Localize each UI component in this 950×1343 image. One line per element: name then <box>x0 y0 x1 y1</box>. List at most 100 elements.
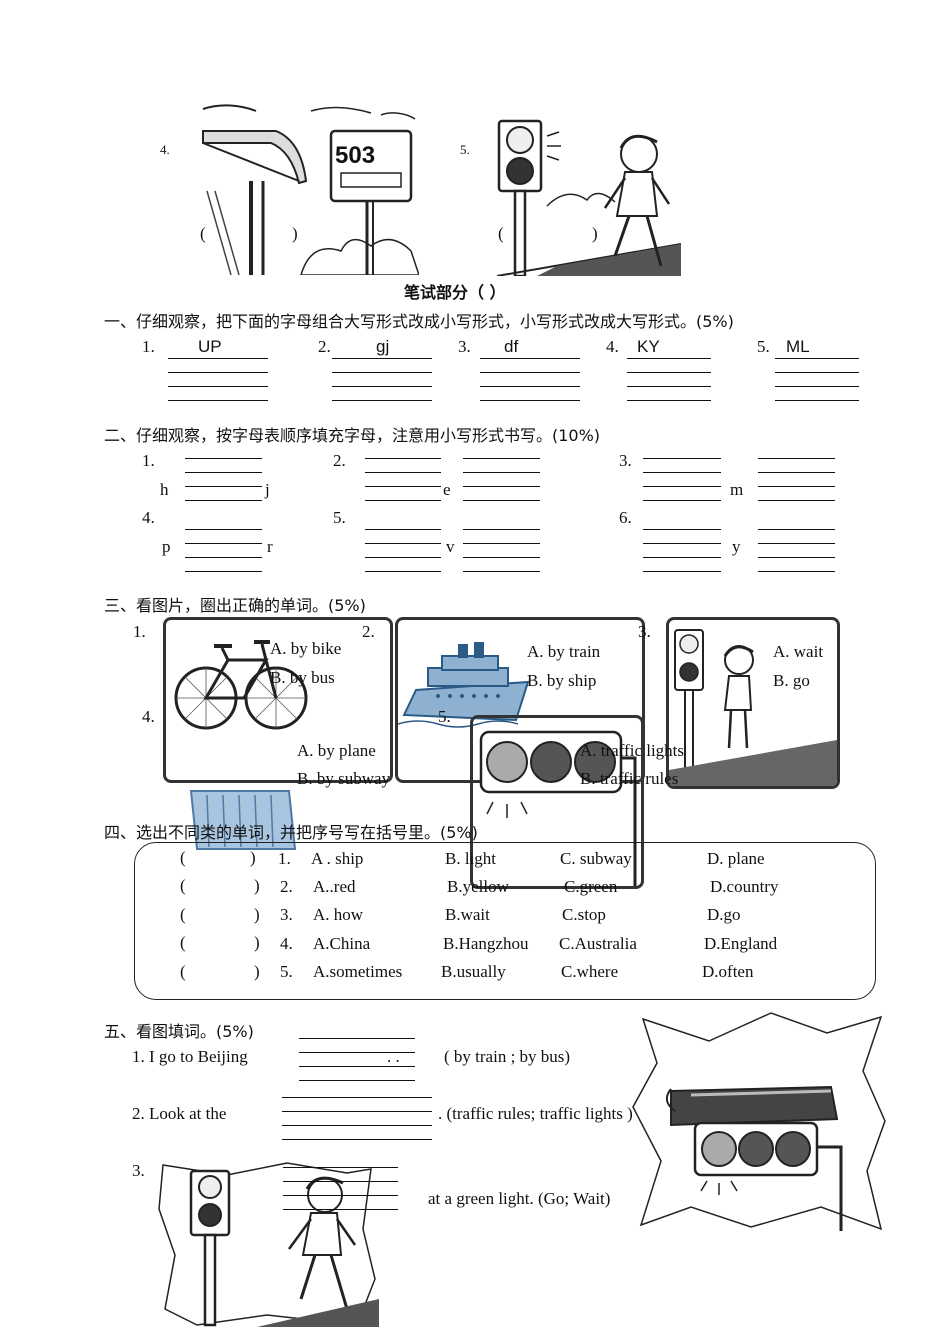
sec4-row4-paren-open[interactable]: ( <box>180 933 186 952</box>
sec3-q1-bike-frame <box>163 617 393 783</box>
sec4-row2-option-c: C.green <box>564 877 618 896</box>
written-part-title: 笔试部分（ ） <box>404 283 506 302</box>
sec3-q3-option-b[interactable]: B. go <box>773 671 810 690</box>
sec3-q2-number: 2. <box>362 622 375 641</box>
sec3-q4-number: 4. <box>142 707 155 726</box>
sec2-item2-number: 2. <box>333 451 346 470</box>
sec4-row4-option-c: C.Australia <box>559 934 637 953</box>
sec2-item6-number: 6. <box>619 508 632 527</box>
sec3-q5-number: 5. <box>438 707 451 726</box>
boy-crossing-picture <box>496 115 682 277</box>
sec3-q1-number: 1. <box>133 622 146 641</box>
sec4-row4-option-a: A.China <box>313 934 371 953</box>
sec5-s1-text: 1. I go to Beijing <box>132 1047 248 1066</box>
bus-sign-number: 503 <box>335 142 375 169</box>
sec4-row2-paren-open[interactable]: ( <box>180 876 186 895</box>
sec1-item5-word: ML <box>786 337 810 356</box>
sec4-row1-paren-open[interactable]: ( <box>180 848 186 867</box>
sec4-row5-option-a: A.sometimes <box>313 962 403 981</box>
sec4-row2-number: 2. <box>280 877 293 896</box>
sec3-q1-option-b[interactable]: B. by bus <box>270 668 335 687</box>
sec4-row3-paren-close[interactable]: ) <box>254 905 260 924</box>
sec4-row1-option-d: D. plane <box>707 849 765 868</box>
sec2-item1-letter-a: h <box>160 480 169 499</box>
sec3-q3-number: 3. <box>638 622 651 641</box>
sec4-row3-option-b: B.wait <box>445 905 490 924</box>
sec4-row1-option-b: B. light <box>445 849 497 868</box>
sec2-item1-letter-b: j <box>265 480 270 499</box>
sec2-item3-letter-a: m <box>730 480 744 499</box>
listen-q5-paren-open: ( <box>498 224 504 243</box>
section1-heading: 一、仔细观察，把下面的字母组合大写形式改成小写形式，小写形式改成大写形式。(5%… <box>104 312 734 331</box>
sec3-q5-traffic-light-frame <box>470 715 644 889</box>
sec1-item1-word: UP <box>198 337 222 356</box>
sec4-row4-number: 4. <box>280 934 293 953</box>
sec4-row4-option-d: D.England <box>704 934 778 953</box>
sec1-item5-number: 5. <box>757 337 770 356</box>
sec2-item4-number: 4. <box>142 508 155 527</box>
sec4-row3-option-d: D.go <box>707 905 741 924</box>
sec4-row3-number: 3. <box>280 905 293 924</box>
sec1-item4-word: KY <box>637 337 660 356</box>
sec3-q1-option-a[interactable]: A. by bike <box>270 639 342 658</box>
sec1-item2-number: 2. <box>318 337 331 356</box>
sec5-s1-hint: ( by train ; by bus) <box>444 1047 571 1066</box>
sec2-item4-letter-b: r <box>267 537 273 556</box>
sec2-item3-number: 3. <box>619 451 632 470</box>
sec4-row2-option-a: A..red <box>313 877 356 896</box>
sec1-item1-number: 1. <box>142 337 155 356</box>
sec4-row5-paren-open[interactable]: ( <box>180 962 186 981</box>
sec2-item2-letter-a: e <box>443 480 451 499</box>
sec3-q3-boy-frame <box>666 617 840 789</box>
listen-q4-number: 4. <box>160 142 170 157</box>
sec4-row2-option-b: B.yellow <box>447 877 509 896</box>
section4-heading: 四、选出不同类的单词，并把序号写在括号里。(5%) <box>104 823 478 842</box>
sec4-row4-option-b: B.Hangzhou <box>443 934 529 953</box>
sec4-row2-paren-close[interactable]: ) <box>254 876 260 895</box>
sec3-q2-option-b[interactable]: B. by ship <box>527 671 597 690</box>
sec5-s2-text: 2. Look at the <box>132 1104 227 1123</box>
sec5-s2-hint: . (traffic rules; traffic lights ) <box>438 1104 633 1123</box>
sec4-row4-paren-close[interactable]: ) <box>254 933 260 952</box>
sec4-row3-option-c: C.stop <box>562 905 606 924</box>
sec4-row5-option-b: B.usually <box>441 962 506 981</box>
sec2-item6-letter-a: y <box>732 537 741 556</box>
sec5-boy-crossing-illustration <box>156 1158 380 1328</box>
sec4-row1-paren-close[interactable]: ) <box>250 848 256 867</box>
sec2-item1-number: 1. <box>142 451 155 470</box>
sec4-row3-paren-open[interactable]: ( <box>180 905 186 924</box>
sec1-item4-number: 4. <box>606 337 619 356</box>
sec4-row5-paren-close[interactable]: ) <box>254 962 260 981</box>
sec3-q4-option-b[interactable]: B. by subway <box>297 769 391 788</box>
sec1-item2-word: gj <box>376 337 390 356</box>
listen-q5-paren-close: ) <box>592 224 598 243</box>
sec3-q4-option-a[interactable]: A. by plane <box>297 741 376 760</box>
sec3-q2-option-a[interactable]: A. by train <box>527 642 601 661</box>
sec3-q4-subway-frame <box>164 728 418 854</box>
sec4-row1-option-a: A . ship <box>311 849 364 868</box>
sec2-item5-number: 5. <box>333 508 346 527</box>
sec2-item4-letter-a: p <box>162 537 171 556</box>
sec1-item3-word: df <box>504 337 519 356</box>
sec4-row5-option-c: C.where <box>561 962 619 981</box>
sec4-row5-option-d: D.often <box>702 962 754 981</box>
sec4-row1-number: 1. <box>278 849 291 868</box>
listen-q4-paren-open: ( <box>200 224 206 243</box>
sec5-s3-hint: at a green light. (Go; Wait) <box>428 1189 611 1208</box>
section3-heading: 三、看图片，圈出正确的单词。(5%) <box>104 596 366 615</box>
sec3-q5-option-b[interactable]: B. traffic rules <box>580 769 679 788</box>
listen-q5-number: 5. <box>460 142 470 157</box>
sec5-s3-number: 3. <box>132 1161 145 1180</box>
sec5-train-traffic-illustration <box>630 1010 890 1234</box>
sec4-row1-option-c: C. subway <box>560 849 632 868</box>
sec4-row3-option-a: A. how <box>313 905 364 924</box>
sec2-item5-letter-a: v <box>446 537 455 556</box>
sec1-item3-number: 3. <box>458 337 471 356</box>
sec3-q5-option-a[interactable]: A. traffic lights <box>580 741 685 760</box>
sec3-q3-option-a[interactable]: A. wait <box>773 642 824 661</box>
sec4-answer-box <box>134 842 876 1000</box>
listen-q4-paren-close: ) <box>292 224 298 243</box>
sec5-s1-period: . . <box>387 1047 400 1066</box>
section5-heading: 五、看图填词。(5%) <box>104 1022 254 1041</box>
bus-stop-picture: 503 <box>200 100 420 276</box>
